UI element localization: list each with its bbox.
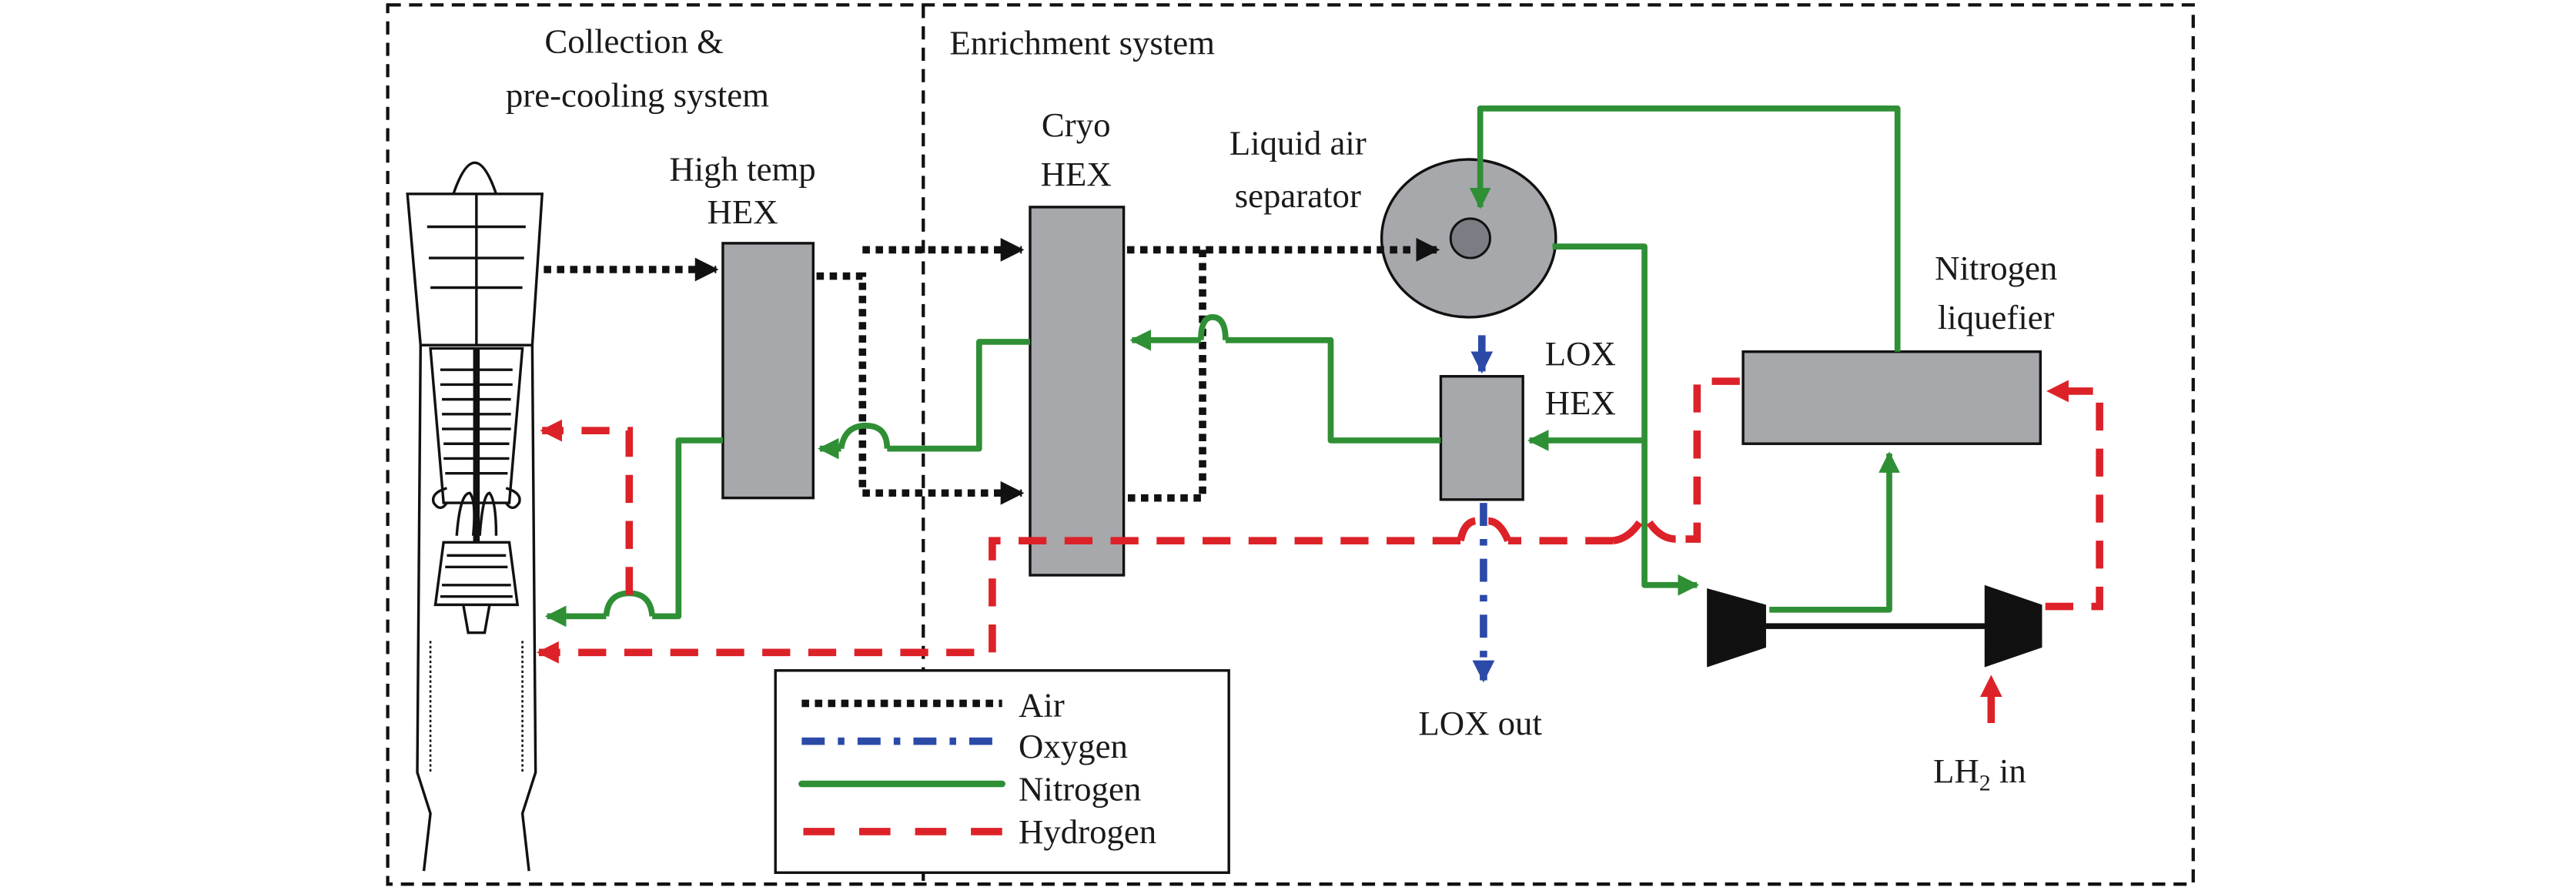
lh2-suffix: in (1991, 752, 2026, 790)
region-label-collection-line2: pre-cooling system (506, 76, 769, 115)
legend-label-air: Air (1019, 686, 1065, 725)
high-temp-hex-label: High temp (669, 150, 815, 189)
region-label-enrichment: Enrichment system (949, 23, 1215, 62)
lox-hex-label: LOX (1545, 334, 1616, 373)
legend-label-oxygen: Oxygen (1019, 727, 1128, 765)
cryo-hex[interactable] (1029, 206, 1126, 577)
lh2-subscript: 2 (1979, 771, 1991, 796)
high-temp-hex-label-line2: HEX (707, 193, 778, 231)
hydrogen-flow (537, 377, 2103, 724)
lox-hex-label-line2: HEX (1545, 383, 1616, 422)
legend-label-hydrogen: Hydrogen (1019, 812, 1156, 851)
nitrogen-liquefier[interactable] (1741, 350, 2042, 445)
region-label-collection: Collection & (544, 22, 724, 60)
oxygen-flow (1470, 335, 1495, 683)
jet-engine-icon (406, 161, 544, 872)
lox-hex[interactable] (1439, 375, 1524, 501)
nitrogen-liquefier-label: Nitrogen (1935, 249, 2057, 287)
separator-label-line2: separator (1235, 176, 1361, 215)
compressor-icon (1707, 588, 1766, 668)
separator-label: Liquid air (1229, 124, 1367, 162)
lh2-in-label: LH2 in (1933, 752, 2026, 796)
cryo-hex-label-line2: HEX (1041, 155, 1112, 193)
lh2-prefix: LH (1933, 752, 1979, 790)
turbine-icon (1984, 584, 2042, 668)
legend-label-nitrogen: Nitrogen (1019, 769, 1141, 808)
cryo-hex-label: Cryo (1042, 105, 1111, 144)
high-temp-hex[interactable] (721, 242, 815, 500)
nitrogen-liquefier-label-line2: liquefier (1938, 298, 2055, 337)
lox-out-label: LOX out (1418, 704, 1542, 742)
legend: Air Oxygen Nitrogen Hydrogen (774, 669, 1230, 874)
separator-core (1449, 217, 1491, 259)
system-boundary-outer (386, 3, 2195, 886)
